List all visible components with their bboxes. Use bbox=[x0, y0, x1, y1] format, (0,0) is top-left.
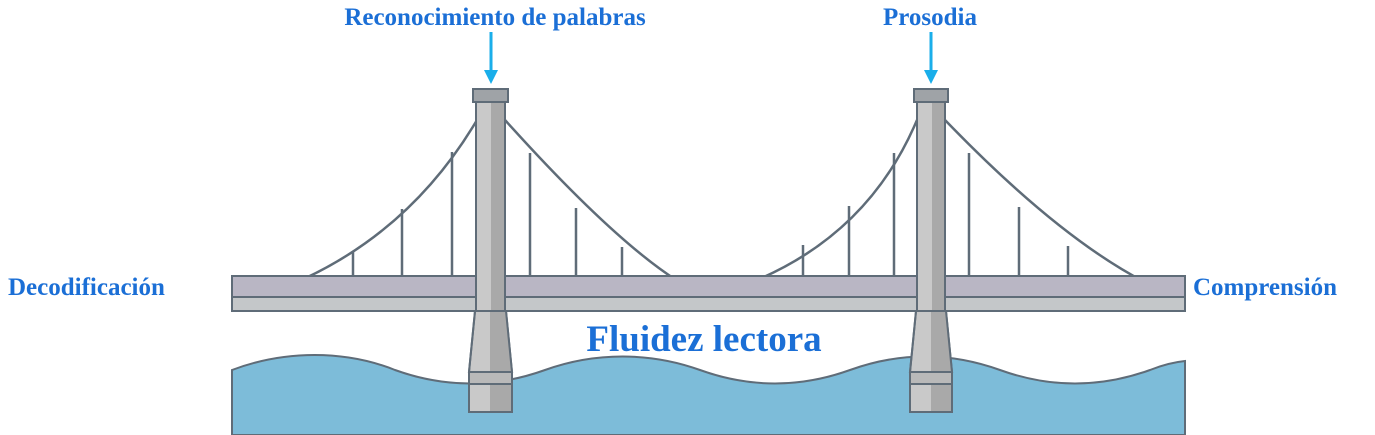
label-word-recognition: Reconocimiento de palabras bbox=[344, 4, 646, 31]
label-comprehension: Comprensión bbox=[1193, 274, 1338, 301]
water bbox=[231, 354, 1186, 435]
left-tower bbox=[467, 88, 514, 413]
label-prosody: Prosodia bbox=[883, 4, 977, 31]
label-reading-fluency: Fluidez lectora bbox=[586, 319, 822, 360]
main-cables bbox=[257, 119, 1179, 299]
right-tower bbox=[908, 88, 954, 413]
bridge-deck bbox=[231, 275, 1186, 312]
label-decoding: Decodificación bbox=[8, 274, 165, 301]
arrow-right-tower bbox=[924, 32, 938, 84]
arrow-left-tower bbox=[484, 32, 498, 84]
